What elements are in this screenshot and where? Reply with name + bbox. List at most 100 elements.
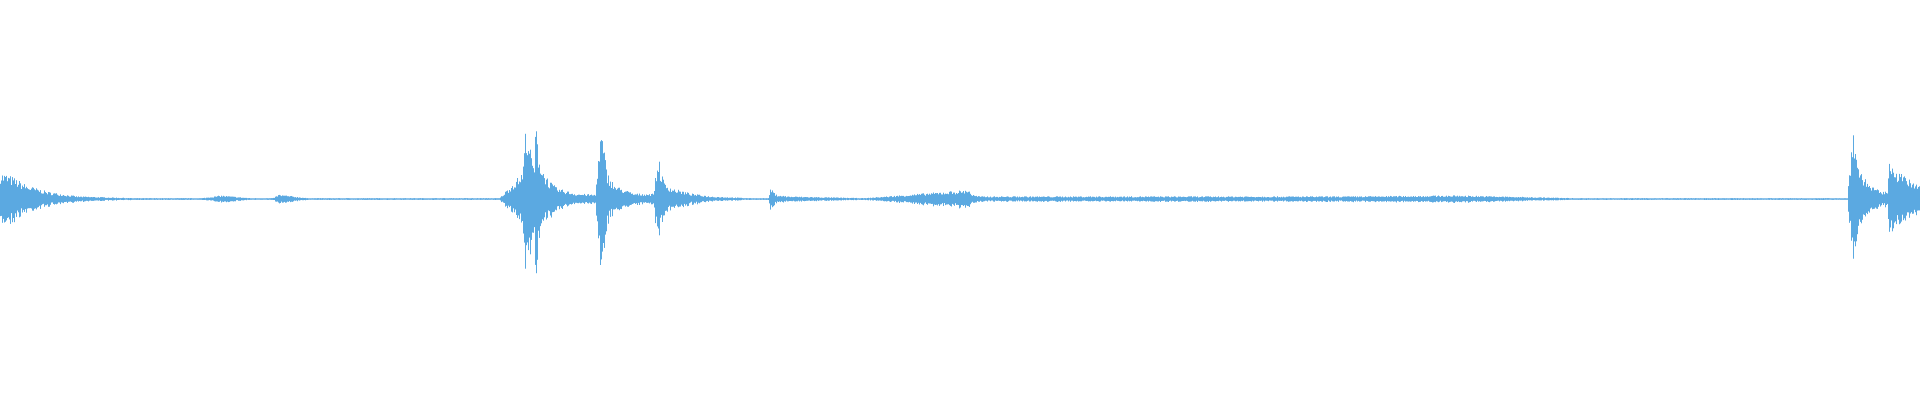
waveform-sample [1689, 198, 1690, 200]
waveform-sample [545, 184, 546, 213]
waveform-sample [440, 198, 441, 200]
waveform-sample [423, 198, 424, 200]
waveform-sample [1542, 198, 1543, 200]
waveform-sample [1091, 197, 1092, 201]
waveform-sample [114, 197, 115, 201]
waveform-sample [1723, 198, 1724, 200]
waveform-sample [436, 198, 437, 200]
waveform-sample [539, 164, 540, 238]
waveform-sample [817, 197, 818, 201]
waveform-sample [1060, 196, 1061, 202]
waveform-sample [1075, 196, 1076, 202]
waveform-sample [982, 196, 983, 202]
waveform-sample [867, 198, 868, 201]
waveform-sample [1282, 197, 1283, 201]
waveform-sample [1608, 198, 1609, 200]
waveform-sample [767, 198, 768, 200]
waveform-sample [58, 195, 59, 203]
waveform-sample [784, 196, 785, 202]
waveform-sample [547, 178, 548, 218]
waveform-sample [1860, 175, 1861, 222]
waveform-sample [118, 197, 119, 200]
waveform-sample [1321, 196, 1322, 202]
waveform-sample [534, 172, 535, 228]
waveform-sample [444, 198, 445, 200]
waveform-sample [321, 198, 322, 200]
waveform-sample [407, 198, 408, 200]
waveform-sample [1381, 196, 1382, 202]
waveform-sample [846, 198, 847, 200]
waveform-sample [374, 198, 375, 200]
waveform-sample [1753, 198, 1754, 200]
waveform-sample [264, 198, 265, 200]
waveform-sample [647, 195, 648, 203]
waveform-sample [769, 195, 770, 204]
waveform-sample [422, 198, 423, 200]
waveform-sample [1817, 198, 1818, 200]
waveform-sample [1016, 197, 1017, 201]
waveform-sample [518, 184, 519, 216]
waveform-sample [1241, 197, 1242, 201]
waveform-sample [1266, 197, 1267, 201]
waveform-sample [1518, 197, 1519, 202]
waveform-sample [577, 195, 578, 204]
waveform-sample [403, 198, 404, 200]
waveform-sample [637, 193, 638, 205]
waveform-sample [1252, 197, 1253, 201]
waveform-sample [885, 197, 886, 202]
waveform-sample [613, 188, 614, 210]
waveform-sample [1630, 198, 1631, 200]
waveform-sample [242, 197, 243, 201]
waveform-sample [281, 196, 282, 202]
waveform-sample [1788, 198, 1789, 200]
waveform-sample [12, 177, 13, 223]
waveform-sample [1014, 196, 1015, 202]
waveform-sample [646, 194, 647, 203]
waveform-sample [1106, 196, 1107, 202]
waveform-sample [1734, 198, 1735, 200]
waveform-sample [612, 182, 613, 217]
waveform-sample [531, 158, 532, 240]
waveform-sample [1846, 198, 1847, 200]
waveform-sample [1744, 198, 1745, 200]
waveform-sample [921, 193, 922, 205]
waveform-sample [1876, 190, 1877, 209]
waveform-sample [1601, 198, 1602, 200]
waveform-sample [880, 197, 881, 201]
waveform-bars [0, 131, 1920, 274]
waveform-sample [34, 189, 35, 209]
waveform-sample [1344, 196, 1345, 202]
waveform-sample [280, 195, 281, 203]
waveform-sample [383, 198, 384, 200]
waveform-sample [466, 198, 467, 200]
waveform-sample [1051, 197, 1052, 201]
waveform-sample [83, 196, 84, 202]
waveform-sample [230, 196, 231, 202]
waveform-sample [1041, 196, 1042, 202]
waveform-sample [1714, 198, 1715, 200]
waveform-sample [1505, 196, 1506, 202]
waveform-sample [1898, 180, 1899, 220]
waveform-sample [259, 198, 260, 200]
waveform-sample [1439, 196, 1440, 202]
waveform-sample [1338, 196, 1339, 202]
waveform-sample [1358, 197, 1359, 201]
waveform-sample [379, 198, 380, 200]
waveform-sample [1763, 198, 1764, 200]
waveform-sample [1911, 187, 1912, 213]
waveform-sample [1885, 191, 1886, 208]
waveform-sample [490, 198, 491, 200]
waveform-sample [619, 187, 620, 211]
waveform-sample [234, 196, 235, 202]
waveform-sample [864, 198, 865, 200]
waveform-sample [971, 195, 972, 203]
waveform-sample [1488, 196, 1489, 202]
waveform-sample [673, 190, 674, 207]
waveform-sample [1517, 197, 1518, 201]
waveform-sample [642, 194, 643, 205]
waveform-sample [311, 198, 312, 200]
waveform-sample [514, 187, 515, 213]
waveform-sample [1646, 198, 1647, 200]
waveform-sample [411, 198, 412, 200]
waveform-sample [904, 196, 905, 202]
